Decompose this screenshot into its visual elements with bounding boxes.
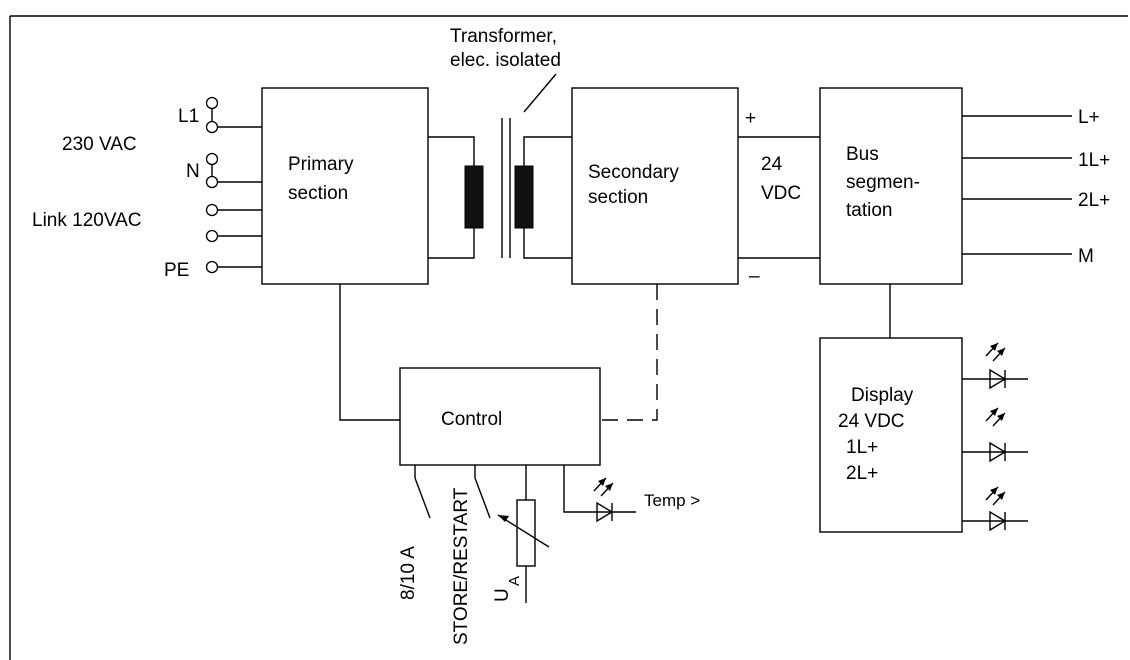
wire-secondary-control-dashed: [600, 284, 658, 421]
display-label-4: 2L+: [846, 463, 878, 484]
bus-label-1: Bus: [846, 144, 879, 165]
secondary-label-1: Secondary: [588, 162, 679, 183]
dc-plus-sign: +: [745, 108, 756, 129]
led-light-icon: [985, 407, 1006, 427]
display-label-2: 24 VDC: [838, 411, 905, 432]
terminal-n-bottom: [205, 175, 219, 189]
bus-segmentation-box: [819, 87, 963, 285]
transformer-label-2: elec. isolated: [450, 50, 561, 71]
terminal-l1-bottom: [205, 120, 219, 134]
wire-primary-control: [339, 284, 400, 421]
bus-label-3: tation: [846, 200, 892, 221]
display-box: [819, 337, 963, 533]
transformer-label-1: Transformer,: [450, 26, 557, 47]
secondary-winding-bottom: [523, 228, 572, 259]
terminal-link-1: [205, 203, 219, 217]
terminal-l1-label: L1: [178, 106, 199, 127]
primary-label-2: section: [288, 183, 348, 204]
primary-winding-top: [428, 136, 475, 166]
switch-8-10a: [414, 465, 431, 519]
transformer-pointer: [523, 73, 557, 113]
terminal-pe: [205, 260, 219, 274]
switch-store-restart: [474, 465, 491, 519]
output-2lplus-label: 2L+: [1078, 190, 1110, 211]
led-light-icon: [985, 342, 1006, 362]
led-light-icon: [985, 486, 1006, 506]
primary-winding-core: [464, 165, 484, 229]
terminal-n-label: N: [186, 161, 200, 182]
switch-8-10a-label: 8/10 A: [398, 546, 419, 600]
control-box: [399, 367, 601, 466]
terminal-l1-top: [205, 96, 219, 110]
dc-minus-sign: –: [749, 266, 760, 287]
temp-label: Temp >: [644, 491, 700, 510]
terminal-link-2: [205, 229, 219, 243]
primary-label-1: Primary: [288, 154, 354, 175]
primary-winding-bottom: [428, 228, 475, 259]
potentiometer-a-subscript: A: [506, 576, 523, 586]
display-led-1: [962, 342, 1028, 390]
input-230vac-label: 230 VAC: [62, 134, 137, 155]
output-1lplus-label: 1L+: [1078, 150, 1110, 171]
secondary-winding-core: [514, 165, 534, 229]
input-link-label: Link 120VAC: [32, 210, 142, 231]
display-label-1: Display: [851, 385, 914, 406]
display-led-2: [962, 407, 1028, 463]
output-m-label: M: [1078, 246, 1094, 267]
switch-store-restart-label: STORE/RESTART: [451, 487, 472, 645]
primary-section-box: [261, 87, 429, 285]
potentiometer-u-label: U: [492, 588, 513, 602]
terminal-pe-label: PE: [164, 260, 189, 281]
dc-label-2: VDC: [761, 183, 801, 204]
dc-label-1: 24: [761, 154, 783, 175]
display-label-3: 1L+: [846, 437, 878, 458]
terminal-n-top: [205, 152, 219, 166]
control-label: Control: [441, 409, 502, 430]
led-light-icon: [593, 477, 614, 497]
output-lplus-label: L+: [1078, 107, 1100, 128]
secondary-winding-top: [523, 136, 572, 166]
secondary-label-2: section: [588, 187, 648, 208]
potentiometer-ua: [497, 465, 550, 603]
temp-led: [563, 465, 636, 523]
secondary-section-box: [571, 87, 739, 285]
display-led-3: [962, 486, 1028, 532]
bus-label-2: segmen-: [846, 172, 920, 193]
